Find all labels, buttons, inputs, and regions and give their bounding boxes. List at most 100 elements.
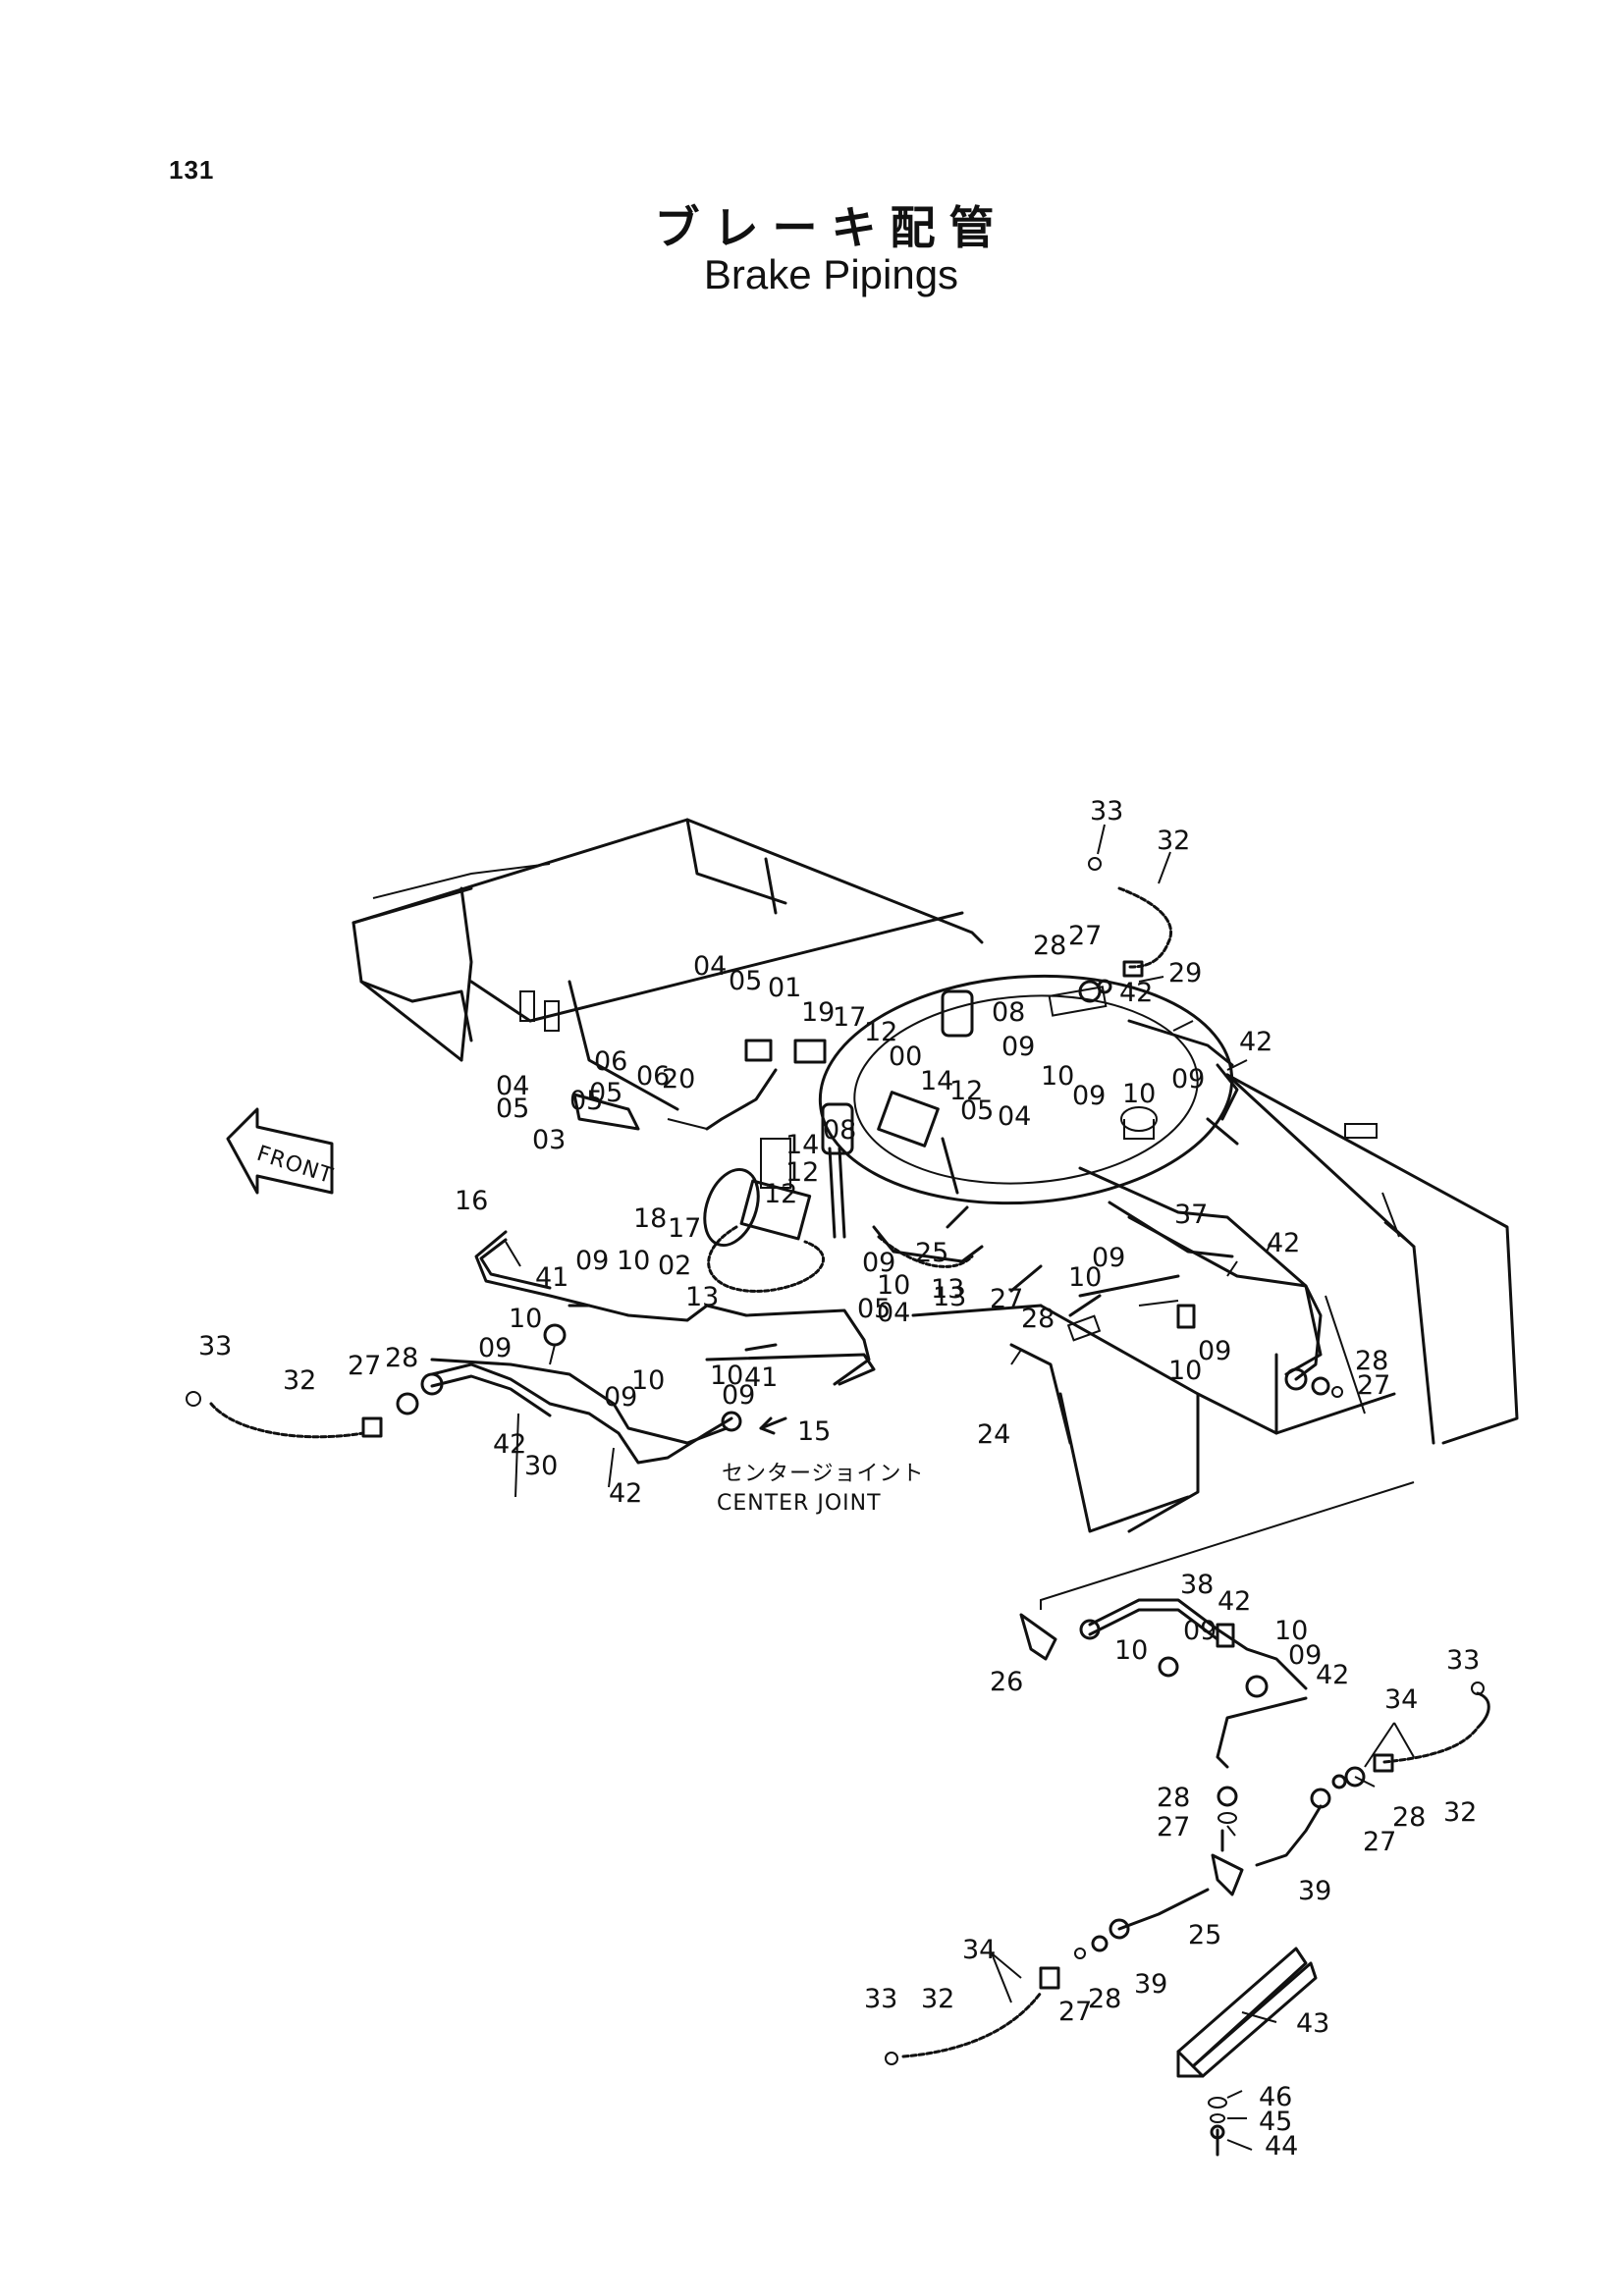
part-label-10: 10 xyxy=(1122,1079,1156,1109)
part-label-27: 27 xyxy=(1363,1827,1396,1857)
guard-43 xyxy=(1176,1947,1318,2157)
part-label-09: 09 xyxy=(1001,1032,1035,1062)
center-joint-jp: センタージョイント xyxy=(722,1462,925,1486)
part-label-16: 16 xyxy=(455,1186,488,1216)
part-label-04: 04 xyxy=(693,951,727,982)
part-label-46: 46 xyxy=(1259,2082,1292,2112)
part-label-19: 19 xyxy=(801,997,835,1028)
part-label-33: 33 xyxy=(198,1331,232,1362)
part-label-09: 09 xyxy=(478,1333,512,1363)
part-label-15: 15 xyxy=(797,1416,831,1447)
part-label-42: 42 xyxy=(609,1478,642,1509)
part-label-17: 17 xyxy=(668,1213,701,1244)
part-label-32: 32 xyxy=(921,1984,954,2014)
part-label-09: 09 xyxy=(604,1382,637,1413)
part-label-17: 17 xyxy=(833,1002,866,1033)
lower-frame xyxy=(911,1073,1519,1533)
part-label-27: 27 xyxy=(1068,921,1102,951)
part-label-05: 05 xyxy=(496,1094,529,1124)
part-label-41: 41 xyxy=(744,1362,778,1393)
part-label-03: 03 xyxy=(532,1125,566,1155)
pipe-38-detail xyxy=(1019,1481,1415,1769)
part-label-44: 44 xyxy=(1265,2131,1298,2162)
part-label-41: 41 xyxy=(535,1262,568,1293)
part-label-08: 08 xyxy=(992,997,1025,1028)
part-label-30: 30 xyxy=(524,1451,558,1481)
part-label-28: 28 xyxy=(1021,1304,1055,1334)
part-label-10: 10 xyxy=(710,1361,743,1391)
part-label-12: 12 xyxy=(764,1179,797,1209)
part-label-27: 27 xyxy=(348,1351,381,1381)
part-label-12: 12 xyxy=(949,1076,983,1106)
front-arrow: FRONT xyxy=(226,1107,336,1195)
part-label-28: 28 xyxy=(1392,1802,1426,1833)
part-label-05: 05 xyxy=(857,1294,891,1324)
part-label-27: 27 xyxy=(1357,1370,1390,1401)
part-label-09: 09 xyxy=(1072,1081,1106,1111)
part-label-20: 20 xyxy=(662,1064,695,1095)
part-label-00: 00 xyxy=(889,1041,922,1072)
part-label-12: 12 xyxy=(864,1017,897,1047)
part-label-04: 04 xyxy=(998,1101,1031,1132)
valve-bodies xyxy=(572,989,974,1248)
part-label-09: 09 xyxy=(1092,1243,1125,1273)
part-label-06: 06 xyxy=(594,1046,627,1077)
part-label-27: 27 xyxy=(990,1284,1023,1314)
part-label-28: 28 xyxy=(1088,1984,1121,2014)
part-label-27: 27 xyxy=(1157,1812,1190,1842)
part-label-05: 05 xyxy=(589,1078,622,1108)
part-label-32: 32 xyxy=(1443,1797,1477,1828)
left-hoses xyxy=(186,1323,876,1465)
part-label-28: 28 xyxy=(1355,1346,1388,1376)
page-number: 131 xyxy=(169,155,215,185)
title-japanese: ブレーキ配管 xyxy=(654,202,1008,253)
part-label-02: 02 xyxy=(658,1251,691,1281)
part-label-10: 10 xyxy=(1168,1356,1202,1386)
leader-lines xyxy=(505,824,1415,2151)
part-label-37: 37 xyxy=(1174,1200,1208,1230)
part-label-10: 10 xyxy=(631,1365,665,1396)
part-label-42: 42 xyxy=(1217,1586,1251,1617)
part-label-05: 05 xyxy=(729,966,762,996)
part-label-24: 24 xyxy=(977,1419,1010,1450)
part-label-42: 42 xyxy=(1267,1228,1300,1258)
part-label-04: 04 xyxy=(877,1298,910,1328)
bottom-hose-34 xyxy=(885,1966,1060,2065)
part-label-10: 10 xyxy=(1274,1616,1308,1646)
part-label-04: 04 xyxy=(496,1071,529,1101)
part-label-33: 33 xyxy=(864,1984,897,2014)
part-label-28: 28 xyxy=(385,1343,418,1373)
part-label-28: 28 xyxy=(1033,931,1066,961)
part-label-25: 25 xyxy=(915,1238,948,1268)
part-label-10: 10 xyxy=(1068,1262,1102,1293)
part-label-09: 09 xyxy=(1171,1064,1205,1095)
part-label-38: 38 xyxy=(1180,1570,1214,1600)
center-joint-en: CENTER JOINT xyxy=(717,1491,882,1516)
part-label-09: 09 xyxy=(722,1380,755,1411)
part-label-10: 10 xyxy=(877,1270,910,1301)
part-label-42: 42 xyxy=(1239,1027,1272,1057)
part-label-10: 10 xyxy=(1114,1635,1148,1666)
part-label-05: 05 xyxy=(960,1095,994,1126)
part-label-09: 09 xyxy=(1183,1616,1217,1646)
part-label-10: 10 xyxy=(509,1304,542,1334)
part-label-42: 42 xyxy=(493,1429,526,1460)
part-label-13: 13 xyxy=(933,1282,966,1312)
part-label-42: 42 xyxy=(1316,1660,1349,1690)
upper-frame xyxy=(352,818,984,1111)
pipe-37 xyxy=(1127,1215,1343,1398)
part-label-45: 45 xyxy=(1259,2107,1292,2137)
part-label-39: 39 xyxy=(1134,1969,1167,2000)
part-label-14: 14 xyxy=(785,1130,819,1160)
right-hose-34 xyxy=(1331,1682,1490,1789)
tee-25-assembly xyxy=(1074,1786,1331,1959)
part-label-05: 05 xyxy=(569,1086,603,1116)
part-label-09: 09 xyxy=(1198,1336,1231,1366)
part-label-09: 09 xyxy=(1288,1640,1322,1671)
part-label-10: 10 xyxy=(617,1246,650,1276)
part-label-43: 43 xyxy=(1296,2008,1329,2039)
center-joint-arrow xyxy=(759,1416,787,1435)
part-label-25: 25 xyxy=(1188,1920,1221,1950)
